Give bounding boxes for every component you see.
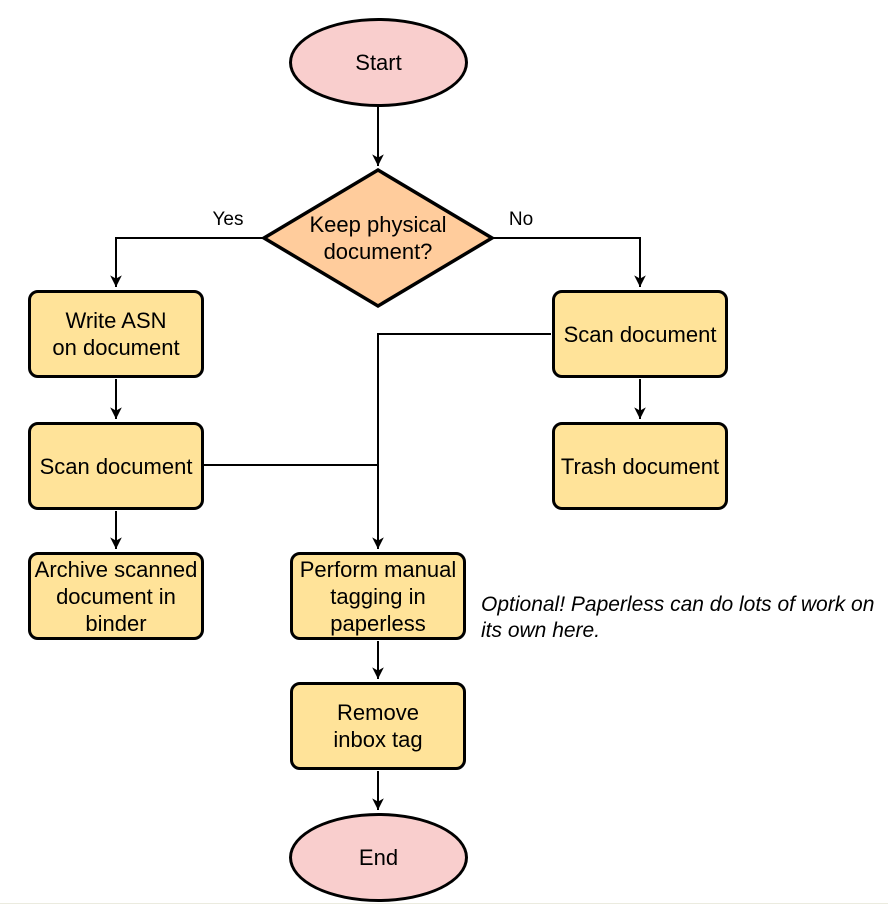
node-remove-inbox-tag-label: Remove inbox tag <box>333 700 423 752</box>
node-scan-document-left-label: Scan document <box>39 453 193 479</box>
node-end: End <box>289 813 468 902</box>
edge-scan-right-to-tagging <box>372 333 551 549</box>
edge-label-no: No <box>508 209 534 230</box>
node-manual-tagging-label: Perform manual tagging in paperless <box>299 556 457 636</box>
node-trash-document-label: Trash document <box>560 453 720 479</box>
edge-decision-yes-to-write-asn <box>110 237 264 287</box>
node-manual-tagging: Perform manual tagging in paperless <box>290 552 466 640</box>
node-scan-document-right-label: Scan document <box>563 321 717 347</box>
edge-decision-no-to-scan-right <box>492 237 646 287</box>
node-start-label: Start <box>355 50 402 75</box>
node-archive-scanned-label: Archive scanned document in binder <box>34 556 198 636</box>
bottom-hairline <box>0 903 888 904</box>
node-start: Start <box>289 18 468 107</box>
node-archive-scanned: Archive scanned document in binder <box>28 552 204 640</box>
node-write-asn: Write ASN on document <box>28 290 204 378</box>
node-scan-document-left: Scan document <box>28 422 204 510</box>
node-trash-document: Trash document <box>552 422 728 510</box>
node-decision: Keep physical document? <box>278 209 478 267</box>
node-end-label: End <box>358 845 399 870</box>
node-write-asn-label: Write ASN on document <box>52 308 180 360</box>
optional-annotation: Optional! Paperless can do lots of work … <box>481 593 875 642</box>
decision-diamond-shape <box>260 167 496 309</box>
node-decision-label: Keep physical document? <box>309 212 447 264</box>
edge-label-yes: Yes <box>212 209 244 230</box>
node-remove-inbox-tag: Remove inbox tag <box>290 682 466 770</box>
node-scan-document-right: Scan document <box>552 290 728 378</box>
